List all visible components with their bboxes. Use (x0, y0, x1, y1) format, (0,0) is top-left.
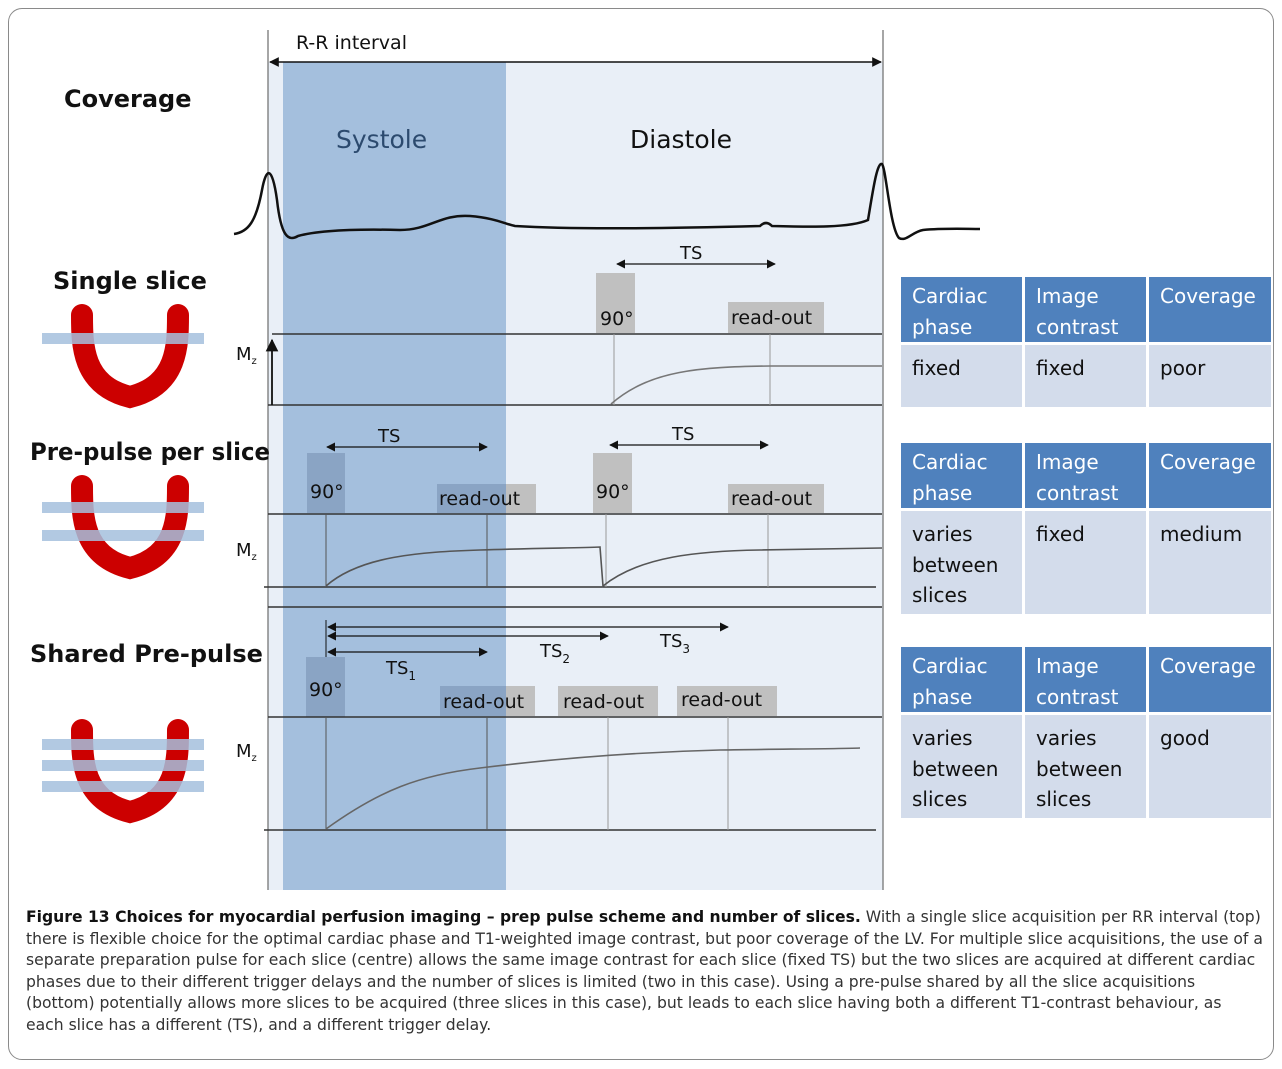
readout-block (558, 686, 658, 716)
cell-slices: slices (1036, 787, 1091, 811)
row-title-single-slice: Single slice (53, 267, 207, 295)
cell-varies: varies (1036, 726, 1097, 750)
summary-table-shared-pre-pulse: Cardiac phase Image contrast Coverage vari… (901, 647, 1271, 818)
header-image: Image (1036, 654, 1099, 678)
cell-image-contrast: fixed (1036, 356, 1085, 380)
header-contrast: contrast (1036, 315, 1119, 339)
readout-block (677, 686, 777, 716)
summary-table-pre-pulse-per-slice: Cardiac phase Image contrast Coverage vari… (901, 443, 1271, 614)
header-coverage: Coverage (1160, 654, 1256, 678)
mz-label: Mz (236, 344, 257, 367)
pulse-90-label: 90° (600, 308, 634, 330)
readout-label: read-out (439, 488, 520, 510)
rr-interval-label: R-R interval (296, 32, 407, 54)
mz-recovery-curve (325, 747, 861, 830)
ts3-label: TS3 (659, 631, 690, 656)
mz-label: Mz (236, 540, 257, 563)
cell-slices: slices (912, 583, 967, 607)
single-slice-heart-icon (42, 304, 204, 409)
readout-block (728, 302, 824, 333)
mz-label: Mz (236, 741, 257, 764)
ts-label: TS (679, 243, 702, 264)
figure-caption: Figure 13 Choices for myocardial perfusi… (26, 907, 1264, 1036)
caption-title: Figure 13 Choices for myocardial perfusi… (26, 908, 861, 926)
pulse-90-block (306, 657, 345, 717)
header-phase: phase (912, 315, 972, 339)
readout-block (728, 484, 824, 513)
readout-block (440, 686, 506, 716)
cell-varies: varies (912, 726, 973, 750)
row-title-coverage: Coverage (64, 85, 192, 113)
header-image: Image (1036, 450, 1099, 474)
header-phase: phase (912, 685, 972, 709)
cell-coverage: medium (1160, 522, 1242, 546)
readout-label: read-out (443, 691, 524, 713)
readout-label: read-out (563, 691, 644, 713)
pre-pulse-heart-icon (42, 475, 204, 580)
ts1-label: TS1 (385, 658, 416, 683)
cell-slices: slices (912, 787, 967, 811)
readout-block-diastole (506, 686, 535, 716)
cell-varies: varies (912, 522, 973, 546)
readout-block (437, 484, 506, 513)
perfusion-diagram: R-R interval Systole Diastole Coverage S… (30, 30, 1271, 890)
readout-label: read-out (731, 488, 812, 510)
shared-pre-pulse-heart-icon (42, 719, 204, 824)
header-cardiac: Cardiac (912, 284, 988, 308)
mz-recovery-curve (610, 365, 882, 405)
pulse-90-label: 90° (309, 679, 343, 701)
diastole-label: Diastole (630, 125, 732, 154)
header-coverage: Coverage (1160, 284, 1256, 308)
header-phase: phase (912, 481, 972, 505)
pulse-90-block (596, 273, 635, 333)
pulse-90-block (307, 453, 345, 513)
cell-between: between (912, 757, 998, 781)
pulse-90-block (593, 453, 632, 513)
pulse-90-label: 90° (596, 481, 630, 503)
readout-label: read-out (731, 307, 812, 329)
readout-block-diastole (506, 484, 536, 513)
row-title-pre-pulse-per-slice: Pre-pulse per slice (30, 438, 270, 466)
header-cardiac: Cardiac (912, 450, 988, 474)
systole-label: Systole (336, 125, 427, 154)
readout-label: read-out (681, 689, 762, 711)
header-cardiac: Cardiac (912, 654, 988, 678)
ts-label: TS (671, 424, 694, 445)
mz-recovery-curve (325, 546, 883, 588)
cell-between: between (912, 553, 998, 577)
caption-text: With a single slice acquisition per RR i… (26, 908, 1263, 1034)
pulse-90-label: 90° (310, 481, 344, 503)
cell-coverage: good (1160, 726, 1210, 750)
cell-image-contrast: fixed (1036, 522, 1085, 546)
header-image: Image (1036, 284, 1099, 308)
ts-label: TS (377, 426, 400, 447)
ts2-label: TS2 (539, 641, 570, 666)
header-contrast: contrast (1036, 481, 1119, 505)
cell-coverage: poor (1160, 356, 1206, 380)
cell-cardiac-phase: fixed (912, 356, 961, 380)
cell-between: between (1036, 757, 1122, 781)
ecg-trace (233, 162, 981, 241)
header-coverage: Coverage (1160, 450, 1256, 474)
summary-table-single-slice: Cardiac phase Image contrast Coverage fixe… (901, 277, 1271, 407)
row-title-shared-pre-pulse: Shared Pre-pulse (30, 640, 263, 668)
header-contrast: contrast (1036, 685, 1119, 709)
